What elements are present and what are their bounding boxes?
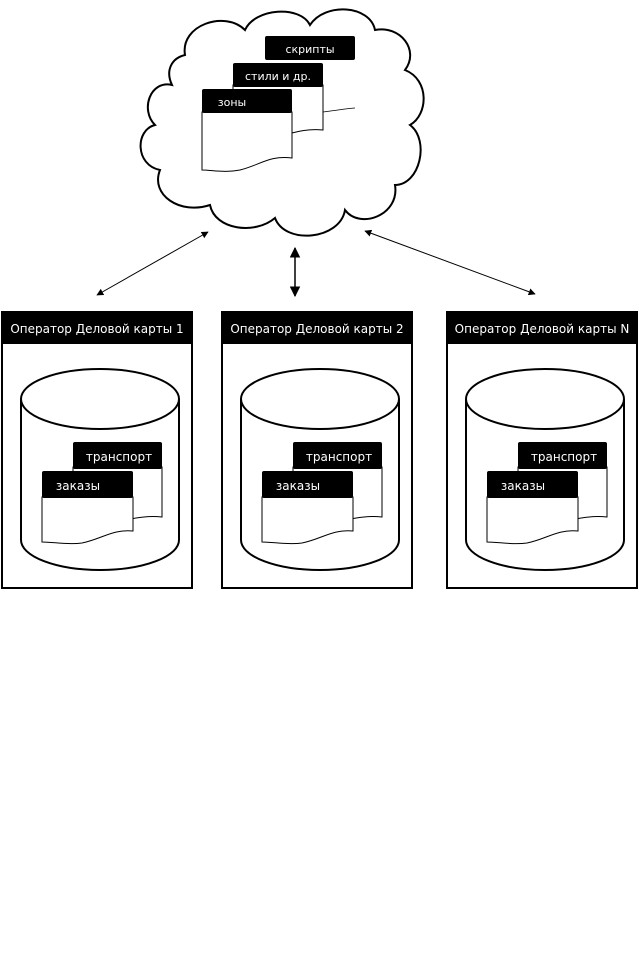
doc-transport-label: транспорт <box>86 450 152 464</box>
arrow-operator-1 <box>96 231 209 296</box>
doc-orders: заказы <box>41 471 134 545</box>
cloud-doc-zones-label: зоны <box>218 96 246 109</box>
doc-transport-label: транспорт <box>531 450 597 464</box>
operator-panel-3: Оператор Деловой карты N транспорт заказы <box>446 311 638 589</box>
cloud-doc-styles-label: стили и др. <box>245 70 311 83</box>
operator-title: Оператор Деловой карты 1 <box>10 322 183 336</box>
arrow-operator-n <box>364 229 536 296</box>
doc-orders-label: заказы <box>501 479 545 493</box>
operator-title: Оператор Деловой карты N <box>455 322 630 336</box>
doc-orders: заказы <box>486 471 579 545</box>
operator-title: Оператор Деловой карты 2 <box>230 322 403 336</box>
cloud-doc-scripts-label: скрипты <box>285 43 334 56</box>
operator-panel-1: Оператор Деловой карты 1 транспорт заказы <box>1 311 193 589</box>
cloud: скрипты стили и др. зоны <box>139 8 425 237</box>
doc-orders: заказы <box>261 471 354 545</box>
doc-orders-label: заказы <box>276 479 320 493</box>
cloud-doc-zones: зоны <box>201 89 293 172</box>
doc-orders-label: заказы <box>56 479 100 493</box>
operator-panel-2: Оператор Деловой карты 2 транспорт заказы <box>221 311 413 589</box>
cloud-doc-scripts: скрипты <box>265 36 355 60</box>
doc-transport-label: транспорт <box>306 450 372 464</box>
